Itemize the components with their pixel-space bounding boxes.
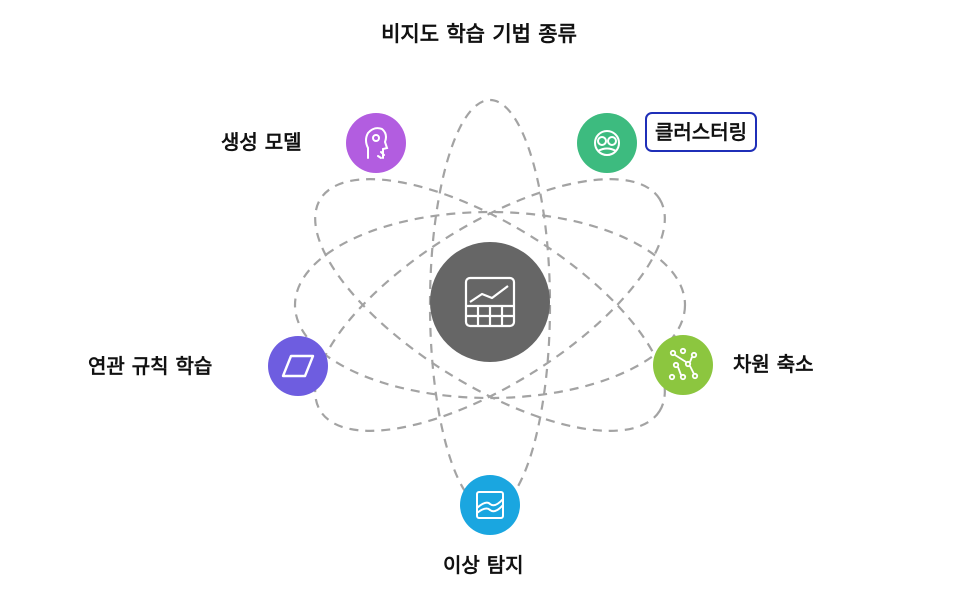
node-association[interactable] — [268, 336, 328, 396]
label-clustering[interactable]: 클러스터링 — [645, 112, 757, 152]
orbit-ellipse-2 — [428, 98, 552, 512]
label-anomaly: 이상 탐지 — [443, 553, 524, 577]
area-chart-icon — [476, 491, 504, 519]
node-dimreduction[interactable] — [653, 335, 713, 395]
orbit-ellipse-1 — [293, 210, 687, 400]
orbit-ellipse-3 — [314, 178, 666, 432]
node-anomaly[interactable] — [460, 475, 520, 535]
parallelogram-icon — [281, 354, 315, 378]
brain-person-icon — [365, 127, 389, 159]
node-generative[interactable] — [346, 113, 406, 173]
scatter-network-icon — [668, 347, 699, 381]
label-dimreduction: 차원 축소 — [733, 352, 814, 376]
label-association: 연관 규칙 학습 — [88, 354, 213, 378]
node-clustering[interactable] — [577, 113, 637, 173]
table-chart-icon — [464, 276, 516, 328]
orbit-ellipse-4 — [314, 178, 666, 432]
page-title: 비지도 학습 기법 종류 — [381, 22, 577, 46]
cluster-circles-icon — [594, 130, 620, 156]
label-generative: 생성 모델 — [221, 130, 302, 154]
center-hub — [430, 242, 550, 362]
